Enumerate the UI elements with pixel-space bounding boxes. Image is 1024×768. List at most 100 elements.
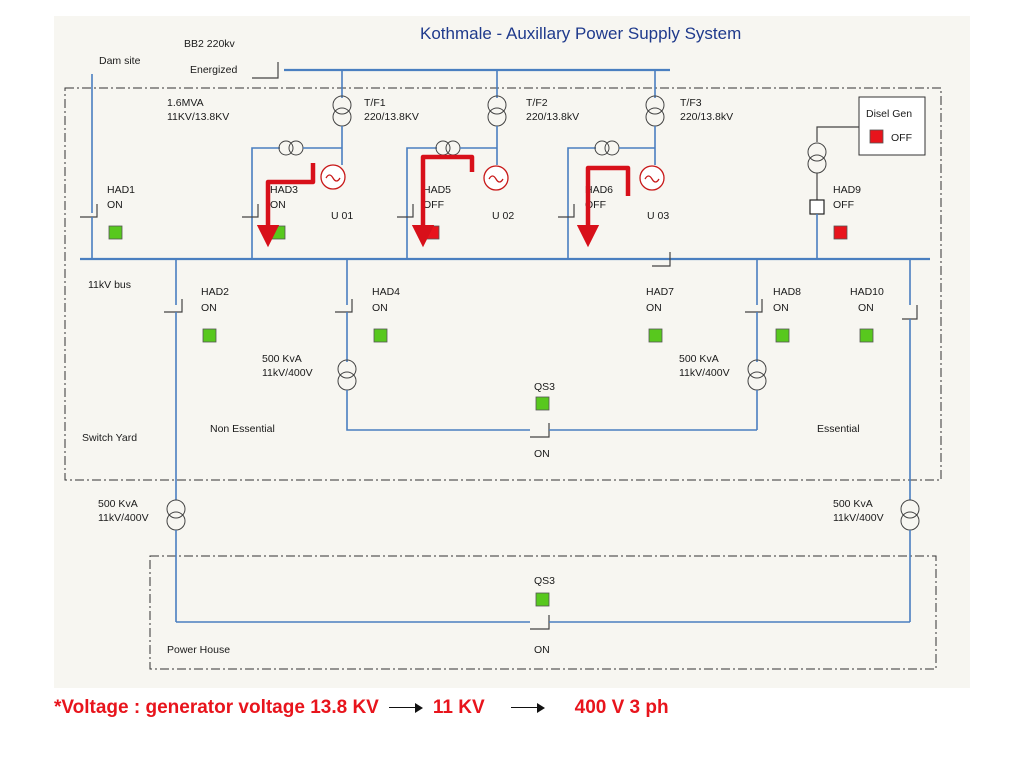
- qs3-upper-name: QS3: [534, 381, 555, 393]
- had3-indicator: [271, 225, 286, 240]
- tf3-transformer-icon: [645, 95, 665, 127]
- flow-arrow-u02: [411, 154, 475, 248]
- had8-name: HAD8: [773, 286, 801, 298]
- power-house-boundary: [149, 555, 937, 670]
- disel-gen-indicator: [869, 129, 884, 144]
- tf1-label: T/F1: [364, 97, 386, 109]
- had6-switch[interactable]: [558, 204, 575, 218]
- tf1-transformer-icon: [332, 95, 352, 127]
- had10-indicator: [859, 328, 874, 343]
- dam-site-label: Dam site: [99, 55, 141, 67]
- station-tf3-icon: [594, 140, 620, 156]
- essential-label: Essential: [817, 423, 860, 435]
- had2-name: HAD2: [201, 286, 229, 298]
- had1-state: ON: [107, 199, 123, 211]
- had9-switch[interactable]: [809, 199, 825, 215]
- had5-indicator: [425, 225, 440, 240]
- had1-indicator: [108, 225, 123, 240]
- had4-switch[interactable]: [335, 299, 353, 313]
- qs3-lower-switch[interactable]: [530, 615, 550, 630]
- non-essential-tf-rating: 500 KvA: [262, 353, 302, 365]
- had1-switch[interactable]: [80, 204, 98, 218]
- had5-name: HAD5: [423, 184, 451, 196]
- u02-label: U 02: [492, 210, 514, 222]
- had2-state: ON: [201, 302, 217, 314]
- essential-tf-voltage: 11kV/400V: [679, 367, 730, 379]
- tf2-rating: 220/13.8kV: [526, 111, 579, 123]
- had2-switch[interactable]: [164, 299, 183, 313]
- station-tf2-icon: [435, 140, 461, 156]
- tf3-label: T/F3: [680, 97, 702, 109]
- had10-name: HAD10: [850, 286, 884, 298]
- diagram-title: Kothmale - Auxillary Power Supply System: [420, 24, 741, 43]
- had9-state: OFF: [833, 199, 854, 211]
- station-tf1-icon: [278, 140, 304, 156]
- right-500kva-voltage: 11kV/400V: [833, 512, 884, 524]
- had2-indicator: [202, 328, 217, 343]
- had4-name: HAD4: [372, 286, 400, 298]
- qs3-upper-switch[interactable]: [530, 423, 550, 438]
- 11kv-bus-label: 11kV bus: [88, 279, 131, 291]
- had4-indicator: [373, 328, 388, 343]
- u01-generator-icon: [320, 164, 346, 190]
- had8-indicator: [775, 328, 790, 343]
- qs3-lower-indicator: [535, 592, 550, 607]
- power-house-label: Power House: [167, 644, 230, 656]
- had7-state: ON: [646, 302, 662, 314]
- switch-yard-boundary: [64, 87, 942, 481]
- tf2-transformer-icon: [487, 95, 507, 127]
- had8-state: ON: [773, 302, 789, 314]
- had4-state: ON: [372, 302, 388, 314]
- left-500kva-rating: 500 KvA: [98, 498, 138, 510]
- station-tf-voltage: 11KV/13.8KV: [167, 111, 229, 123]
- tf2-label: T/F2: [526, 97, 548, 109]
- had3-name: HAD3: [270, 184, 298, 196]
- had5-switch[interactable]: [397, 204, 414, 218]
- voltage-footer: *Voltage : generator voltage 13.8 KV 11 K…: [54, 697, 669, 719]
- footer-prefix: *Voltage : generator voltage 13.8 KV: [54, 697, 379, 718]
- right-arrow-icon: [510, 702, 545, 713]
- footer-mid: 11 KV: [432, 697, 485, 718]
- had3-state: ON: [270, 199, 286, 211]
- had8-switch[interactable]: [745, 299, 763, 313]
- non-essential-tf-voltage: 11kV/400V: [262, 367, 313, 379]
- had5-state: OFF: [423, 199, 444, 211]
- had3-switch[interactable]: [242, 204, 259, 218]
- had10-state: ON: [858, 302, 874, 314]
- tf1-rating: 220/13.8KV: [364, 111, 419, 123]
- essential-tf-rating: 500 KvA: [679, 353, 719, 365]
- disel-tf-icon: [807, 142, 827, 174]
- had6-name: HAD6: [585, 184, 613, 196]
- energized-label: Energized: [190, 64, 237, 76]
- bus-section-switch[interactable]: [652, 252, 671, 267]
- bb2-label: BB2 220kv: [184, 38, 236, 50]
- had1-name: HAD1: [107, 184, 135, 196]
- had10-switch[interactable]: [902, 305, 918, 320]
- u03-generator-icon: [639, 165, 665, 191]
- energized-switch[interactable]: [252, 62, 279, 79]
- u03-label: U 03: [647, 210, 669, 222]
- footer-end: 400 V 3 ph: [574, 697, 669, 718]
- left-500kva-transformer-icon: [166, 499, 186, 531]
- disel-gen-state: OFF: [891, 132, 912, 144]
- tf3-rating: 220/13.8kV: [680, 111, 733, 123]
- essential-transformer-icon: [747, 359, 767, 391]
- disel-gen-label: Disel Gen: [866, 108, 912, 120]
- u02-generator-icon: [483, 165, 509, 191]
- qs3-lower-state: ON: [534, 644, 550, 656]
- qs3-upper-state: ON: [534, 448, 550, 460]
- had9-indicator: [833, 225, 848, 240]
- non-essential-label: Non Essential: [210, 423, 275, 435]
- switch-yard-label: Switch Yard: [82, 432, 137, 444]
- qs3-upper-indicator: [535, 396, 550, 411]
- station-tf-rating: 1.6MVA: [167, 97, 204, 109]
- right-500kva-rating: 500 KvA: [833, 498, 873, 510]
- flow-arrow-u03: [576, 165, 631, 248]
- disel-gen-box: [858, 96, 926, 156]
- u01-label: U 01: [331, 210, 353, 222]
- qs3-lower-name: QS3: [534, 575, 555, 587]
- non-essential-transformer-icon: [337, 359, 357, 391]
- flow-arrow-u01: [256, 163, 316, 248]
- had9-name: HAD9: [833, 184, 861, 196]
